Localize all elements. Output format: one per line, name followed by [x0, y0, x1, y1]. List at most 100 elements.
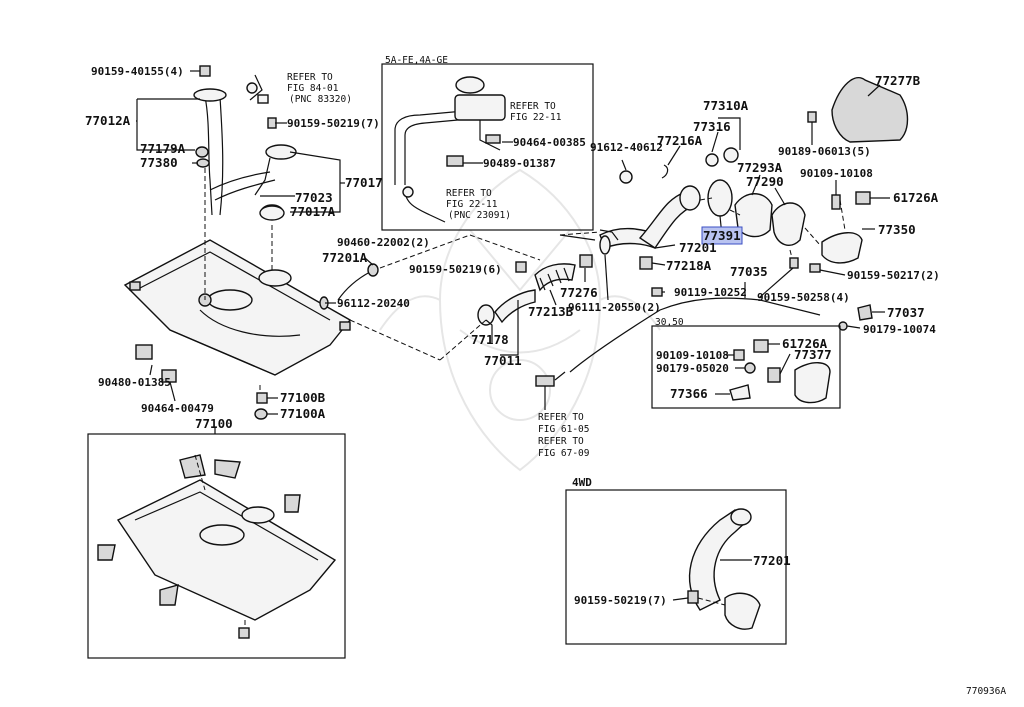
bolt-90189: [807, 111, 817, 123]
label-90179-10074: 90179-10074: [863, 323, 936, 336]
label-refer-2211b-line1: REFER TO: [446, 188, 492, 199]
label-77218a: 77218A: [666, 258, 712, 273]
engine-variant-box: [381, 63, 594, 231]
label-refer-84-line2: FIG 84-01: [287, 83, 339, 94]
label-77201-main: 77201: [679, 240, 717, 255]
assembly-dashed-lines: [194, 168, 846, 628]
tether-77216a: [661, 164, 669, 179]
label-61726a-top: 61726A: [893, 190, 939, 205]
label-90179-05020: 90179-05020: [656, 362, 729, 375]
clip-77276: [579, 254, 593, 268]
label-77017: 77017: [345, 175, 383, 190]
clamp-90464: [161, 369, 177, 383]
bolt-90159-50219-6: [515, 261, 527, 273]
screw-90109-box: [733, 349, 745, 361]
clip-61726a-top: [855, 191, 871, 205]
label-61726a-box: 61726A: [782, 336, 828, 351]
label-90189-06013: 90189-06013(5): [778, 145, 871, 158]
label-77290: 77290: [746, 174, 784, 189]
hinge-77037: [857, 304, 873, 321]
label-refer-2211a-line2: FIG 22-11: [510, 112, 562, 123]
label-90460-22002: 90460-22002(2): [337, 236, 430, 249]
fuel-lid-77350: [821, 232, 863, 264]
label-90109-10108-box: 90109-10108: [656, 349, 729, 362]
nut-90179-05020: [744, 362, 756, 374]
label-90119-10252: 90119-10252: [674, 286, 747, 299]
label-90159-50258: 90159-50258(4): [757, 291, 850, 304]
4wd-note: 4WD: [572, 476, 592, 489]
label-refer-2211b-line3: (PNC 23091): [448, 210, 511, 221]
fuel-pump-assembly-variant: [394, 76, 506, 223]
label-refer-84-line3: (PNC 83320): [289, 94, 352, 105]
label-96111-20550: 96111-20550(2): [568, 301, 661, 314]
label-77035: 77035: [730, 264, 768, 279]
gasket-77017a: [259, 205, 285, 221]
lid-77366: [729, 384, 751, 401]
label-77213b: 77213B: [528, 304, 574, 319]
filler-neck-4wd: [730, 508, 752, 526]
screw-90109-top: [831, 194, 841, 210]
label-77277b: 77277B: [875, 73, 921, 88]
label-90109-10108-top: 90109-10108: [800, 167, 873, 180]
filler-cap-assembly-77290: [771, 202, 806, 246]
lid-opener-cable-77035: [569, 297, 821, 373]
clip-77218a: [639, 256, 653, 270]
label-77216a: 77216A: [657, 133, 703, 148]
label-77179a: 77179A: [140, 141, 186, 156]
fuel-lid-box: [794, 362, 831, 404]
label-77316: 77316: [693, 119, 731, 134]
label-77178: 77178: [471, 332, 509, 347]
watermark-emblem: [379, 168, 661, 472]
clip-61726a-box: [753, 339, 769, 353]
bolt-77100a: [254, 408, 268, 420]
label-77100b: 77100B: [280, 390, 326, 405]
label-90489-01387: 90489-01387: [483, 157, 556, 170]
label-77293a: 77293A: [737, 160, 783, 175]
fuel-sender-gauge: [193, 65, 227, 216]
protector-77277b: [831, 77, 909, 143]
label-90159-50217: 90159-50217(2): [847, 269, 940, 282]
cap-ring-77310a: [723, 147, 739, 163]
opener-lever: [535, 375, 555, 387]
label-90159-50219-7-4wd: 90159-50219(7): [574, 594, 667, 607]
label-refer-6709-line1: REFER TO: [538, 436, 584, 447]
part-labels: 90159-40155(4) REFER TO FIG 84-01 (PNC 8…: [85, 65, 1006, 697]
label-77276: 77276: [560, 285, 598, 300]
label-77350: 77350: [878, 222, 916, 237]
fuel-tank-upper: [123, 239, 352, 376]
label-refer-2211b-line2: FIG 22-11: [446, 199, 498, 210]
label-90464-00479: 90464-00479: [141, 402, 214, 415]
year-range-note: 30,50: [655, 317, 684, 328]
clamp-90460: [367, 263, 379, 277]
label-90464-00385: 90464-00385: [513, 136, 586, 149]
label-77011: 77011: [484, 353, 522, 368]
leader-lines: [136, 70, 890, 601]
lock-77377: [767, 367, 781, 383]
label-refer-6105-line1: REFER TO: [538, 412, 584, 423]
filler-cap-77293a: [734, 193, 773, 238]
screw-90119: [651, 287, 663, 297]
filler-neck-hose: [477, 263, 576, 326]
label-77037: 77037: [887, 305, 925, 320]
label-77100a: 77100A: [280, 406, 326, 421]
label-refer-84-line1: REFER TO: [287, 72, 333, 83]
label-refer-6709-line2: FIG 67-09: [538, 448, 590, 459]
label-77012a: 77012A: [85, 113, 131, 128]
highlight-77391[interactable]: [701, 226, 743, 245]
label-90159-50219-6: 90159-50219(6): [409, 263, 502, 276]
clamp-90480: [135, 344, 153, 360]
year-range-box: [651, 325, 841, 409]
breather-hose-77201a: [337, 271, 371, 301]
label-77023: 77023: [295, 190, 333, 205]
bolt-77100b: [256, 392, 268, 404]
fuel-filler-pipe: [559, 185, 701, 249]
gasket-77316: [705, 153, 719, 167]
label-77310a: 77310A: [703, 98, 749, 113]
label-90480-01385: 90480-01385: [98, 376, 171, 389]
bolt-90159-50217: [809, 263, 821, 273]
4wd-box: [565, 489, 787, 645]
engine-variant-note: 5A-FE,4A-GE: [385, 55, 448, 66]
label-77100: 77100: [195, 416, 233, 431]
label-77017a: 77017A: [290, 204, 336, 219]
